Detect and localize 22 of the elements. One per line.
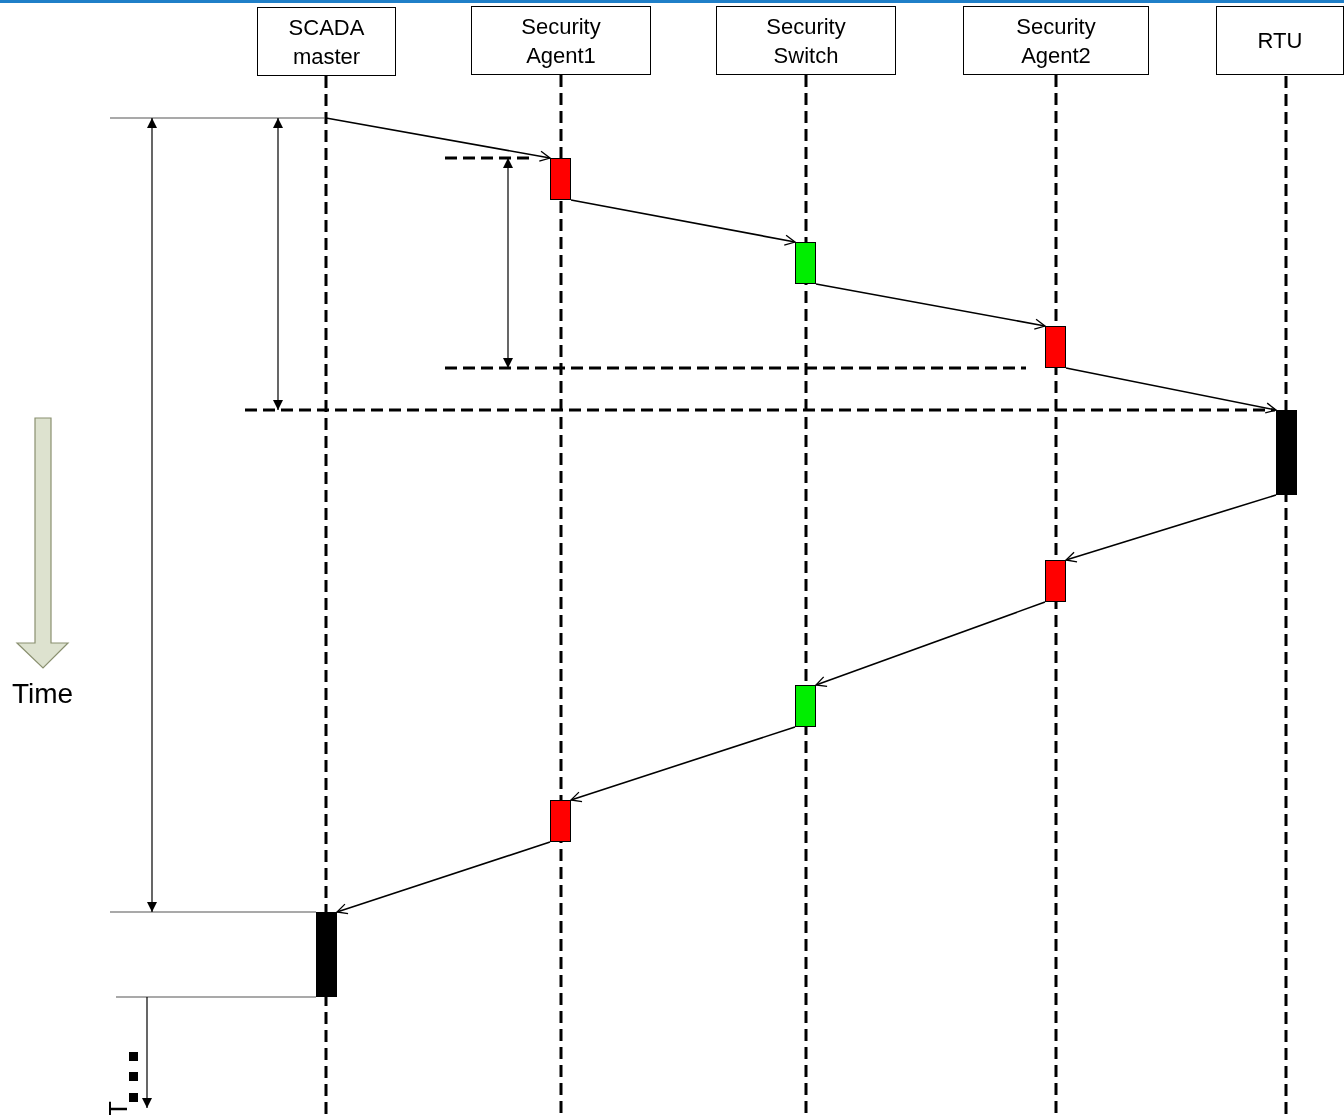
lifeline-header-box: SCADA master <box>257 7 396 76</box>
activation-bar <box>795 685 816 727</box>
lifeline-header-box: RTU <box>1216 6 1344 75</box>
lifeline-header-box: Security Agent1 <box>471 6 651 75</box>
message-arrow <box>570 199 796 246</box>
message-arrow <box>815 601 1046 687</box>
activation-bar <box>1045 560 1066 602</box>
activation-bar <box>550 800 571 842</box>
activation-bar <box>795 242 816 284</box>
lifeline-header-box: Security Agent2 <box>963 6 1149 75</box>
activation-bar <box>1276 410 1297 495</box>
message-arrow <box>815 283 1046 330</box>
lifeline-header-box: Security Switch <box>716 6 896 75</box>
activation-bar <box>1045 326 1066 368</box>
message-arrow <box>570 726 796 803</box>
message-arrow <box>1065 367 1277 414</box>
message-arrow <box>1065 494 1277 563</box>
message-arrow <box>336 841 551 915</box>
message-arrow <box>325 117 551 162</box>
axis-label: Time <box>12 680 74 708</box>
activation-bar <box>550 158 571 200</box>
activation-bar <box>316 912 337 997</box>
